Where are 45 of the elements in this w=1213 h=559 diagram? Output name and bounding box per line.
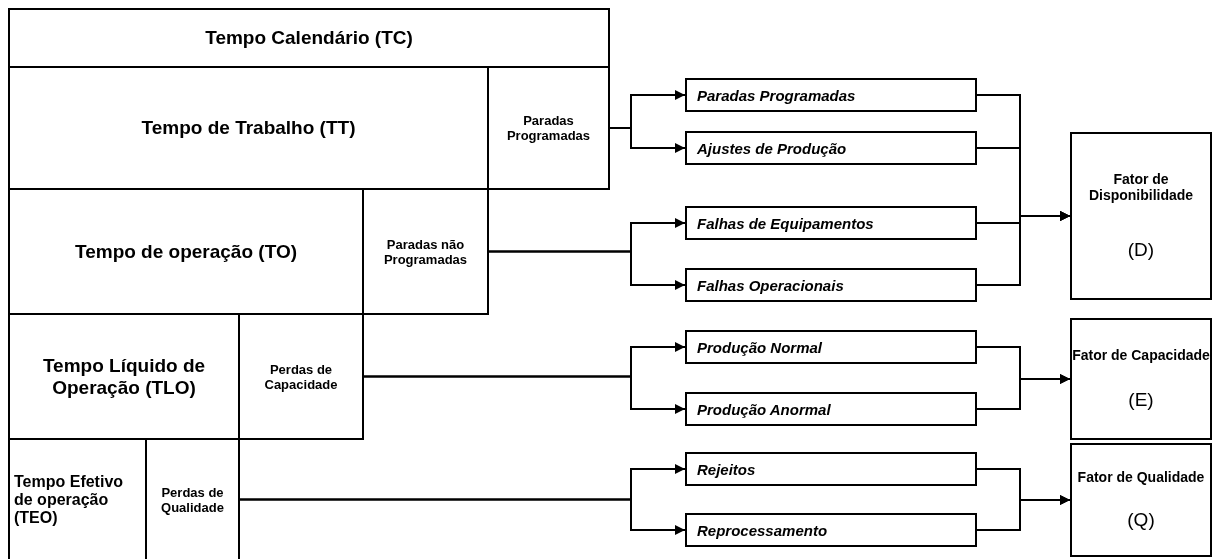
loss-block <box>238 313 364 440</box>
node-label: Tempo Líquido de Operação (TLO) <box>41 354 207 399</box>
node-label: Perdas de Qualidade <box>160 484 225 515</box>
arrow <box>488 250 686 290</box>
loss-block <box>487 66 610 190</box>
loss-category-box <box>685 206 977 240</box>
node-label: Paradas Programadas <box>697 86 856 104</box>
arrow <box>976 211 1071 286</box>
node-label: Fator de Qualidade <box>1077 469 1205 485</box>
time-block <box>8 8 610 68</box>
arrow <box>609 127 686 153</box>
loss-category-box <box>685 131 977 165</box>
loss-category-box <box>685 452 977 486</box>
factor-box <box>1070 318 1212 440</box>
factor-symbol: (D) <box>1127 239 1155 262</box>
node-label: Paradas Programadas <box>505 113 592 143</box>
loss-category-box <box>685 268 977 302</box>
node-label: Rejeitos <box>697 460 756 478</box>
loss-block <box>362 188 489 315</box>
loss-category-box <box>685 78 977 112</box>
node-label: Ajustes de Produção <box>697 139 847 157</box>
node-label: Falhas Operacionais <box>697 276 844 294</box>
node-label: Fator de Capacidade <box>1072 346 1210 363</box>
arrow <box>976 495 1071 531</box>
arrow <box>976 374 1071 410</box>
node-label: Fator de Disponibilidade <box>1087 170 1195 203</box>
node-label: Tempo de operação (TO) <box>74 240 298 263</box>
factor-symbol: (Q) <box>1127 509 1155 531</box>
arrow <box>239 498 686 535</box>
loss-category-box <box>685 392 977 426</box>
loss-category-box <box>685 330 977 364</box>
node-label: Tempo de Trabalho (TT) <box>141 117 356 139</box>
factor-box <box>1070 443 1212 557</box>
node-label: Falhas de Equipamentos <box>697 214 874 232</box>
factor-symbol: (E) <box>1128 389 1154 412</box>
node-label: Perdas de Capacidade <box>263 361 339 392</box>
node-label: Tempo Efetivo de operação (TEO) <box>14 472 125 527</box>
arrow <box>363 375 686 414</box>
loss-category-box <box>685 513 977 547</box>
factor-box <box>1070 132 1212 300</box>
node-label: Produção Normal <box>697 338 823 356</box>
node-label: Produção Anormal <box>697 400 831 418</box>
node-label: Reprocessamento <box>697 521 828 539</box>
node-label: Paradas não Programadas <box>382 236 469 267</box>
node-label: Tempo Calendário (TC) <box>205 27 413 49</box>
